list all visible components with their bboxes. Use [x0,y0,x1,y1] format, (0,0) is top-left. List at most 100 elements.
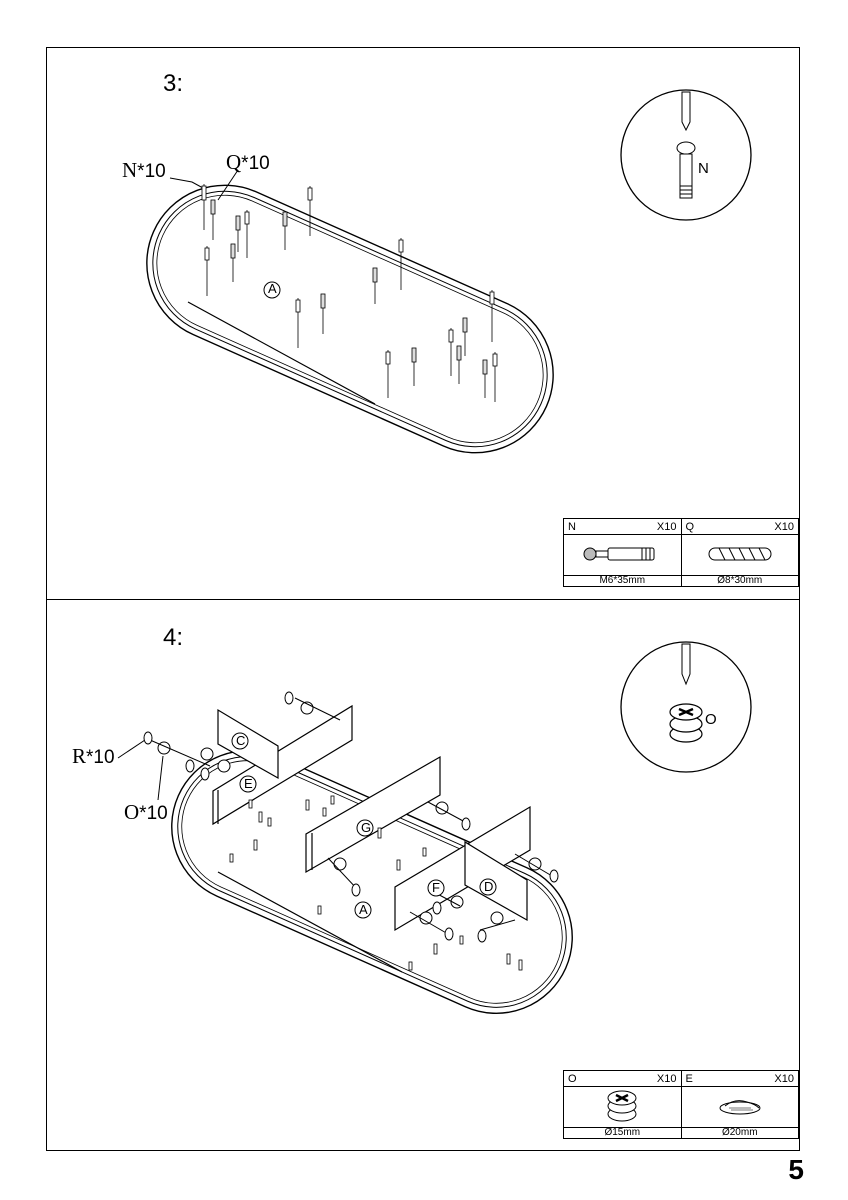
panel-d [464,840,528,922]
tabletop-a-outline [171,749,573,1015]
cam-lock-icon [409,911,449,935]
step-divider [46,599,800,600]
cam-lock-icon [514,853,553,877]
tabletop-a-outline [146,184,554,454]
callout-q-letter: Q [226,150,242,174]
cam-bolt-icon [295,298,301,348]
part-size: M6*35mm [563,575,682,587]
panel-d-label: D [484,879,494,894]
panel-f [394,805,531,932]
panel-a-marker [354,901,372,919]
panel-e [212,704,353,826]
wooden-dowel-icon [456,345,462,384]
panel-c [217,708,279,780]
panel-a-marker [263,281,281,299]
step-4-number: 4: [163,624,184,651]
panel-g-marker [356,819,374,837]
callout-n-letter: N [122,158,138,182]
part-image-cell [680,534,799,576]
callout-r: R*10 [72,744,115,769]
cam-bolt-icon [583,547,655,560]
wooden-dowel-icon [230,243,236,282]
cam-bolt-icon [244,210,250,258]
cam-bolt-icon [398,238,404,290]
callout-n: N*10 [122,158,166,183]
panel-f-label: F [432,880,440,895]
detail-label-o: O [705,711,717,728]
cam-lock-icon [200,747,214,761]
step-4-illustration [117,641,752,1015]
cover-cap-icon [719,1099,761,1114]
wooden-dowel-icon [411,347,417,386]
part-size: Ø8*30mm [680,575,799,587]
cam-bolt-icon [204,246,210,296]
cover-cap-icon [549,869,559,883]
step-3-illustration [146,89,752,454]
part-image-cell [563,534,682,576]
panel-d-marker [479,878,497,896]
wooden-dowel-icon [462,317,468,356]
part-qty: X10 [656,520,677,533]
panel-e-label: E [244,776,253,791]
panel-c-label: C [236,733,246,748]
callout-o-letter: O [124,800,140,824]
cam-bolt-icon [492,352,498,402]
detail-label-n: N [698,160,709,177]
panel-c-marker [231,732,249,750]
wooden-dowel-icon [210,199,216,240]
part-header: E X10 [680,1070,799,1087]
cover-cap-icon [461,817,471,831]
cam-bolt-icon [307,186,313,236]
part-qty: X10 [656,1072,677,1085]
cam-lock-icon [479,911,516,931]
cam-lock-icon [149,739,211,767]
panel-f-marker [427,879,445,897]
cover-cap-icon [444,927,454,941]
callout-n-qty: *10 [137,161,166,182]
wooden-dowel-icon [320,293,326,334]
cover-cap-icon [432,901,442,915]
panel-e-marker [239,775,257,793]
callout-r-letter: R [72,744,87,768]
panel-g-label: G [361,820,372,835]
callout-q: Q*10 [226,150,270,175]
cover-cap-icon [143,731,153,745]
wooden-dowel-icon [282,211,288,250]
screwdriver-icon [681,91,691,132]
cam-bolt-icon [385,350,391,398]
callout-q-qty: *10 [241,153,270,174]
cover-cap-icon [351,883,361,897]
cam-bolt-icon [448,328,454,376]
cover-cap-icon [477,929,487,943]
cover-cap-icon [185,759,195,773]
cover-cap-icon [200,767,210,781]
wooden-dowel-icon [708,547,772,560]
part-qty: X10 [774,1072,794,1085]
part-size: Ø20mm [680,1127,799,1139]
wooden-dowel-icon [235,215,241,252]
step-3-number: 3: [163,70,184,97]
cam-lock-icon [327,857,359,891]
panel-a-label: A [359,902,368,917]
cam-lock-icon [607,1090,637,1121]
cam-bolt-icon [489,290,495,342]
part-code: O [568,1072,577,1085]
cam-bolt-icon [676,141,696,199]
part-image-cell [680,1086,799,1128]
part-header: O X10 [563,1070,682,1087]
cam-lock-icon [427,801,466,823]
part-code: Q [685,520,695,533]
page-number: 5 [788,1154,804,1185]
cam-lock-icon [669,703,703,743]
part-qty: X10 [774,520,794,533]
part-size: Ø15mm [563,1127,682,1139]
part-header: Q X10 [680,518,799,535]
part-code: E [685,1072,693,1085]
cam-lock-icon [294,697,341,721]
parts-table-step-4: O X10 E X10 Ø15mm Ø20mm [563,1070,799,1139]
screwdriver-icon [681,643,691,686]
wooden-dowel-icon [482,359,488,398]
wooden-dowel-icon [372,267,378,304]
